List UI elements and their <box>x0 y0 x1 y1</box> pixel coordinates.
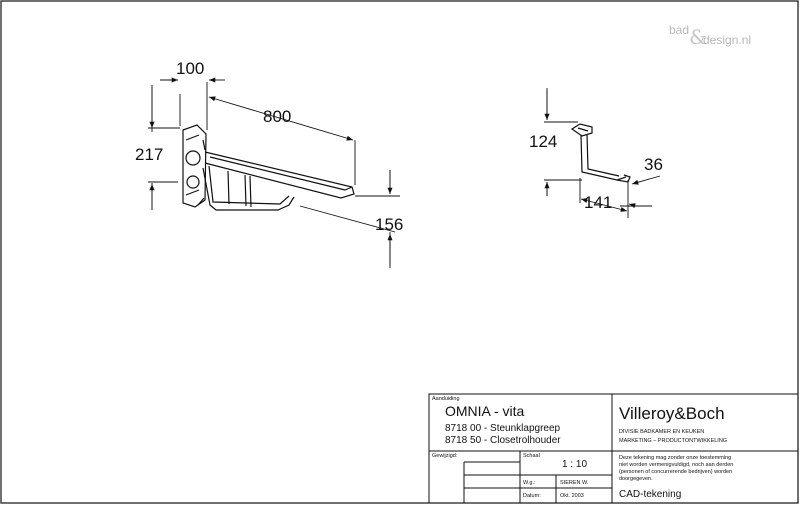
division-line-2: MARKETING – PRODUCTONTWIKKELING <box>619 438 727 444</box>
wg-label: W.g.: <box>523 480 536 486</box>
division-line-1: DIVISIE BADKAMER EN KEUKEN <box>619 429 704 435</box>
title-block <box>428 393 799 504</box>
support-rail-drawing <box>182 124 355 211</box>
dim-800: 800 <box>263 107 291 126</box>
dimension-lines-right <box>544 90 661 212</box>
gewijzigd-label: Gewijzigd: <box>432 453 458 459</box>
series-name: OMNIA - vita <box>445 403 525 419</box>
brand-name: Villeroy&Boch <box>619 404 725 423</box>
dimension-lines-left <box>149 77 393 266</box>
notice-line-1: Deze tekening mag zonder onze toestemmin… <box>619 455 731 461</box>
datum-label: Datum: <box>523 493 541 499</box>
notice-line-4: doorgegeven. <box>619 476 653 482</box>
item-1: 8718 00 - Steunklapgreep <box>445 423 561 434</box>
wg-value: SIEREN W. <box>560 480 589 486</box>
schaal-label: Schaal <box>523 453 540 459</box>
dim-100: 100 <box>176 59 204 78</box>
svg-text:&: & <box>689 25 707 49</box>
dim-141: 141 <box>584 193 612 212</box>
roll-holder-drawing <box>570 123 631 183</box>
datum-value: Okt. 2003 <box>560 493 584 499</box>
dim-217: 217 <box>135 145 163 164</box>
svg-text:bad: bad <box>669 23 689 37</box>
item-2: 8718 50 - Closetrolhouder <box>445 435 561 446</box>
dim-156: 156 <box>375 215 403 234</box>
dim-124: 124 <box>529 132 557 151</box>
aanduiding-label: Aanduiding <box>432 396 460 402</box>
notice-line-2: niet worden vermenigvuldigd, noch aan de… <box>619 462 733 468</box>
watermark-logo: bad & design.nl <box>669 23 751 49</box>
svg-text:design.nl: design.nl <box>703 33 751 47</box>
cad-label: CAD-tekening <box>619 489 681 500</box>
scale-value: 1 : 10 <box>562 459 587 470</box>
notice-line-3: (personen of concurrerende bedrijven) wo… <box>619 469 732 475</box>
dim-36: 36 <box>644 155 663 174</box>
